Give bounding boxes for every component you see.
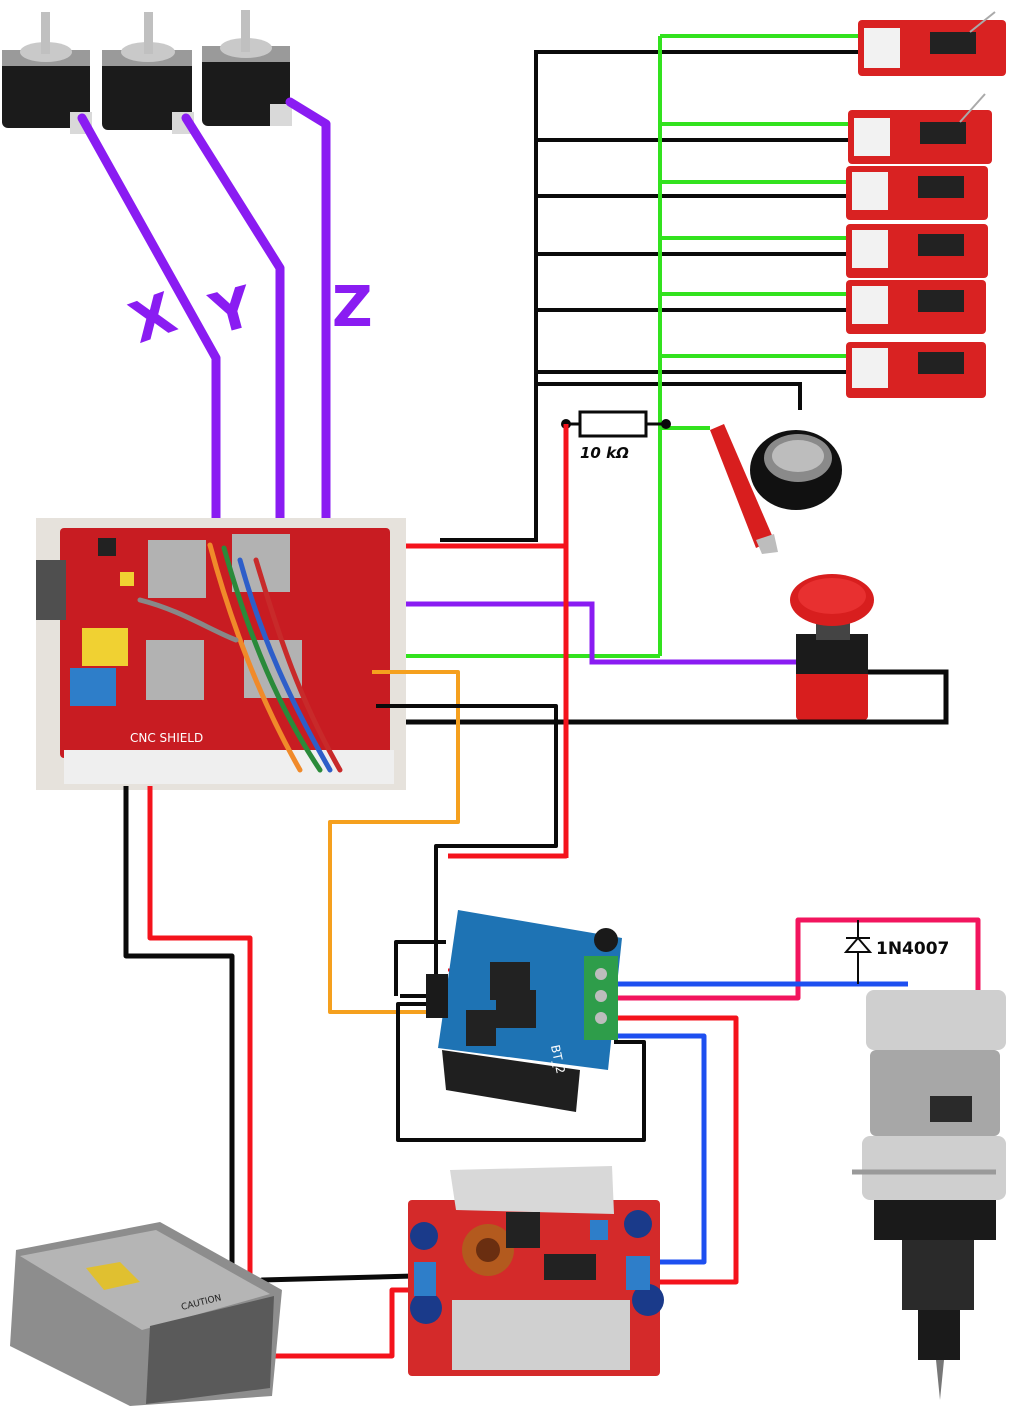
buck-converter	[408, 1166, 664, 1376]
axis-label-z: Z	[332, 275, 373, 340]
spindle-motor	[852, 990, 1006, 1400]
endstop-switch	[858, 11, 1006, 76]
resistor-label: 10 kΩ	[580, 444, 629, 462]
endstop-switch	[846, 342, 986, 398]
axis-label-y: Y	[203, 274, 261, 348]
endstop-switch	[846, 224, 988, 278]
endstop-signal-wires	[350, 34, 858, 658]
alligator-clip	[710, 424, 778, 554]
stepper-motor-y	[102, 12, 194, 134]
endstop-switches	[846, 11, 1006, 398]
cnc-shield-label: CNC SHIELD	[130, 731, 203, 745]
probe-resistor: 10 kΩ	[561, 410, 671, 462]
power-supply-unit: CAUTION	[10, 1222, 282, 1406]
touch-probe-puck	[750, 430, 842, 510]
cnc-shield-board: CNC SHIELD	[36, 518, 406, 790]
endstop-ground-wires	[440, 50, 858, 542]
stepper-motor-z	[202, 10, 292, 126]
endstop-switch	[846, 166, 988, 220]
endstop-switch	[848, 93, 992, 164]
bt2-motor-driver: BT_2	[426, 910, 622, 1112]
spindle-wires	[618, 917, 981, 1001]
diode-label: 1N4007	[876, 939, 949, 959]
flyback-diode: 1N4007	[843, 920, 949, 984]
endstop-switch	[846, 280, 986, 334]
emergency-stop-button	[790, 574, 874, 720]
shield-ribbon-wires	[137, 542, 343, 773]
axis-labels: X Y Z	[122, 274, 373, 356]
motor-driver-label: BT_2	[548, 1044, 568, 1075]
